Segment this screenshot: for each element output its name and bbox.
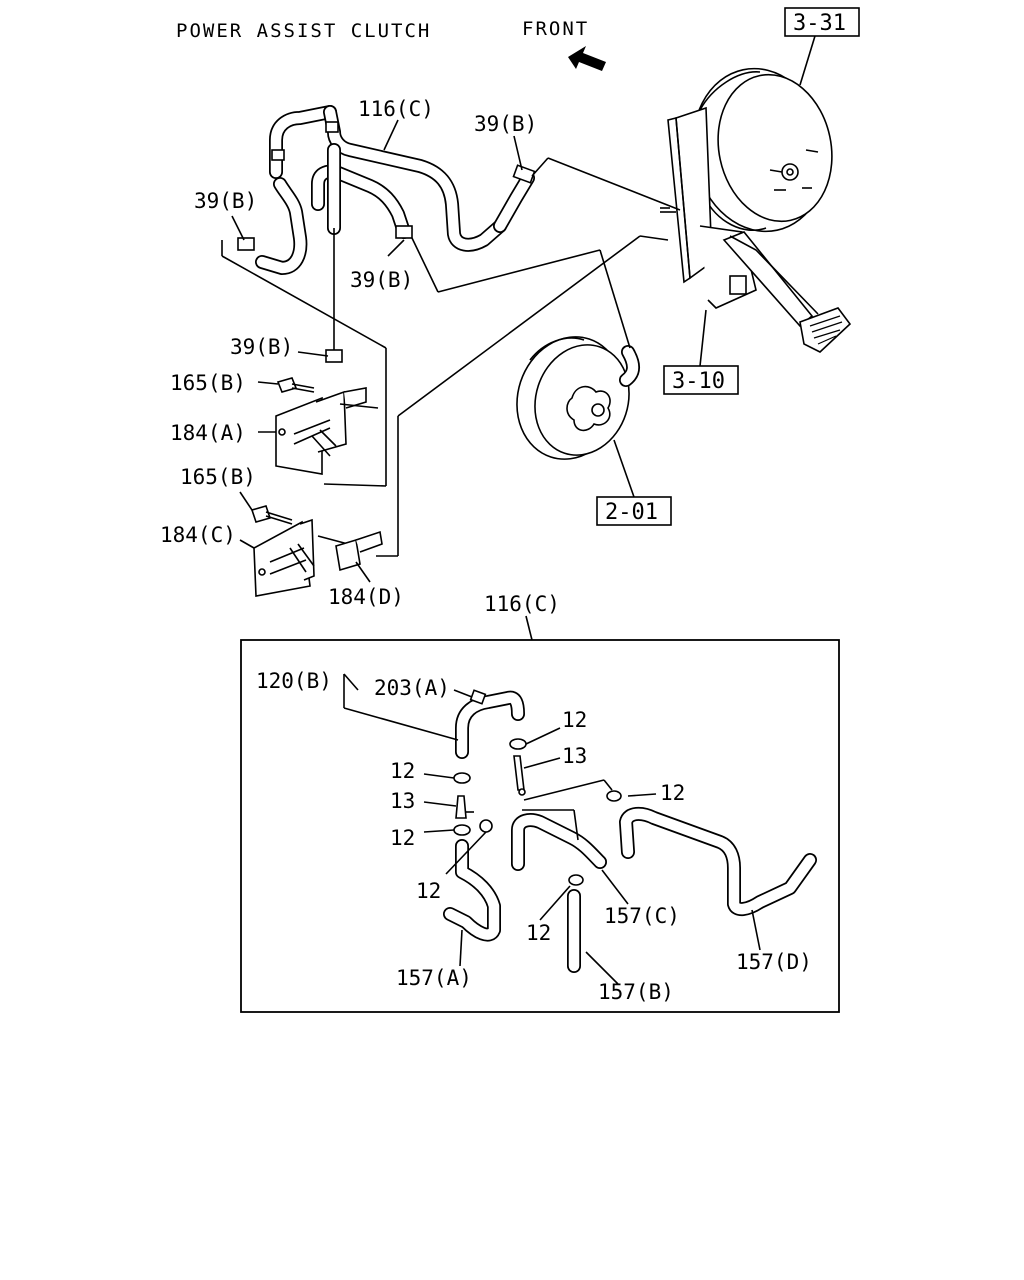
- label-connector-13-a: 13: [562, 744, 587, 768]
- label-bolt-165b-lower: 165(B): [180, 465, 256, 489]
- clutch-booster: [516, 336, 640, 460]
- bolt-165b-lower: [250, 505, 293, 525]
- label-hose-157c: 157(C): [604, 904, 680, 928]
- bolt-165b-upper: [276, 377, 315, 393]
- diagram-title: POWER ASSIST CLUTCH: [176, 20, 431, 42]
- label-clip-39b-mid: 39(B): [350, 268, 413, 292]
- label-connector-13-b: 13: [390, 789, 415, 813]
- label-hose-157b: 157(B): [598, 980, 674, 1004]
- label-clip-39b-left: 39(B): [194, 189, 257, 213]
- reference-box-3-10[interactable]: 3-10: [663, 365, 739, 395]
- detail-box: [240, 639, 840, 1013]
- label-bracket-184d: 184(D): [328, 585, 404, 609]
- reference-box-3-31[interactable]: 3-31: [784, 7, 860, 37]
- svg-text:2-01: 2-01: [605, 500, 658, 525]
- bracket-184d: [335, 530, 383, 572]
- svg-text:3-31: 3-31: [793, 11, 846, 36]
- brake-booster-assembly: [660, 67, 852, 353]
- reference-box-2-01[interactable]: 2-01: [596, 496, 672, 526]
- detail-hoses: [443, 689, 817, 973]
- label-clip-39b-top-right: 39(B): [474, 112, 537, 136]
- label-bracket-184c: 184(C): [160, 523, 236, 547]
- hose-assembly-upper: [237, 105, 536, 363]
- label-pipe-120b: 120(B): [256, 669, 332, 693]
- label-cap-203a: 203(A): [374, 676, 450, 700]
- label-hose-116c: 116(C): [358, 97, 434, 121]
- label-hose-157d: 157(D): [736, 950, 812, 974]
- label-clamp-12-e: 12: [416, 879, 441, 903]
- label-clamp-12-b: 12: [390, 759, 415, 783]
- label-clamp-12-a: 12: [562, 708, 587, 732]
- label-bracket-184a: 184(A): [170, 421, 246, 445]
- svg-text:3-10: 3-10: [672, 369, 725, 394]
- front-arrow-icon: [568, 46, 606, 71]
- label-hose-157a: 157(A): [396, 966, 472, 990]
- label-clamp-12-d: 12: [390, 826, 415, 850]
- bracket-184a: [275, 387, 379, 475]
- label-clip-39b-lower: 39(B): [230, 335, 293, 359]
- bracket-184c: [253, 518, 349, 597]
- label-clamp-12-f: 12: [526, 921, 551, 945]
- front-label: FRONT: [522, 18, 589, 40]
- label-clamp-12-c: 12: [660, 781, 685, 805]
- label-detail-116c: 116(C): [484, 592, 560, 616]
- label-bolt-165b-upper: 165(B): [170, 371, 246, 395]
